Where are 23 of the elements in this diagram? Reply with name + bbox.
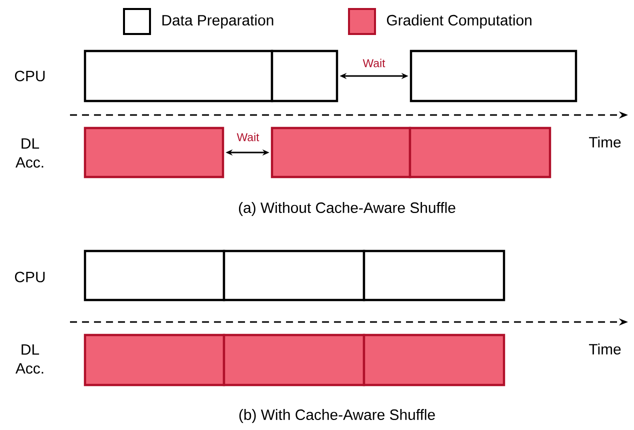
edge-label: Wait (236, 132, 260, 142)
row-label: CPU (15, 70, 45, 82)
legend-label: Data Preparation (162, 14, 274, 28)
time-block (84, 126, 224, 178)
time-block (270, 50, 338, 102)
caption: (a) Without Cache-Aware Shuffle (238, 202, 456, 216)
time-block (362, 250, 506, 302)
row-label: DL Acc. (16, 344, 44, 374)
row-label: DL Acc. (16, 138, 44, 168)
time-block (84, 334, 226, 386)
time-block (410, 50, 578, 102)
axis-label: Time (589, 136, 621, 148)
time-block (270, 126, 412, 178)
time-block (84, 250, 226, 302)
edge-label: Wait (362, 58, 386, 68)
legend-label: Gradient Computation (386, 14, 532, 28)
row-label: CPU (15, 272, 45, 282)
caption: (b) With Cache-Aware Shuffle (239, 409, 435, 423)
time-block (222, 334, 366, 386)
time-block (408, 126, 552, 178)
time-block (222, 250, 366, 302)
axis-label: Time (589, 344, 621, 354)
time-block (362, 334, 506, 386)
